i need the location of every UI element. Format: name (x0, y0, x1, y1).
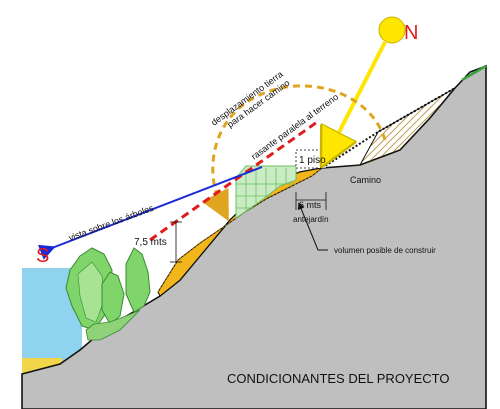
south-label: S (36, 245, 49, 267)
front-garden-label: antejardín (293, 215, 329, 224)
road-label: Camino (350, 175, 381, 185)
one-floor-box (295, 149, 327, 169)
sun-icon (378, 16, 406, 44)
setback-label: 6 mts (299, 200, 322, 210)
hilltop-grass (461, 64, 487, 82)
diagram-title: CONDICIONANTES DEL PROYECTO (227, 371, 449, 386)
trees (65, 247, 151, 341)
volume-label: volumen posible de construir (334, 246, 436, 255)
sun-ray-arrow (330, 41, 387, 150)
parallel-grade-line (149, 118, 321, 242)
view-line-arrow (37, 166, 263, 260)
north-label: N (404, 22, 418, 44)
tree-right (125, 247, 151, 313)
soil-displacement-arrow (201, 84, 387, 222)
height-label: 7,5 mts (134, 237, 167, 248)
one-floor-label: 1 piso (299, 155, 326, 166)
shrubs (85, 309, 141, 341)
original-grade-dotted (321, 87, 456, 169)
volume-grid (236, 168, 296, 210)
tree-highlight (77, 261, 105, 323)
volume-leader-arrow (297, 202, 328, 251)
tree-medium (101, 271, 125, 325)
